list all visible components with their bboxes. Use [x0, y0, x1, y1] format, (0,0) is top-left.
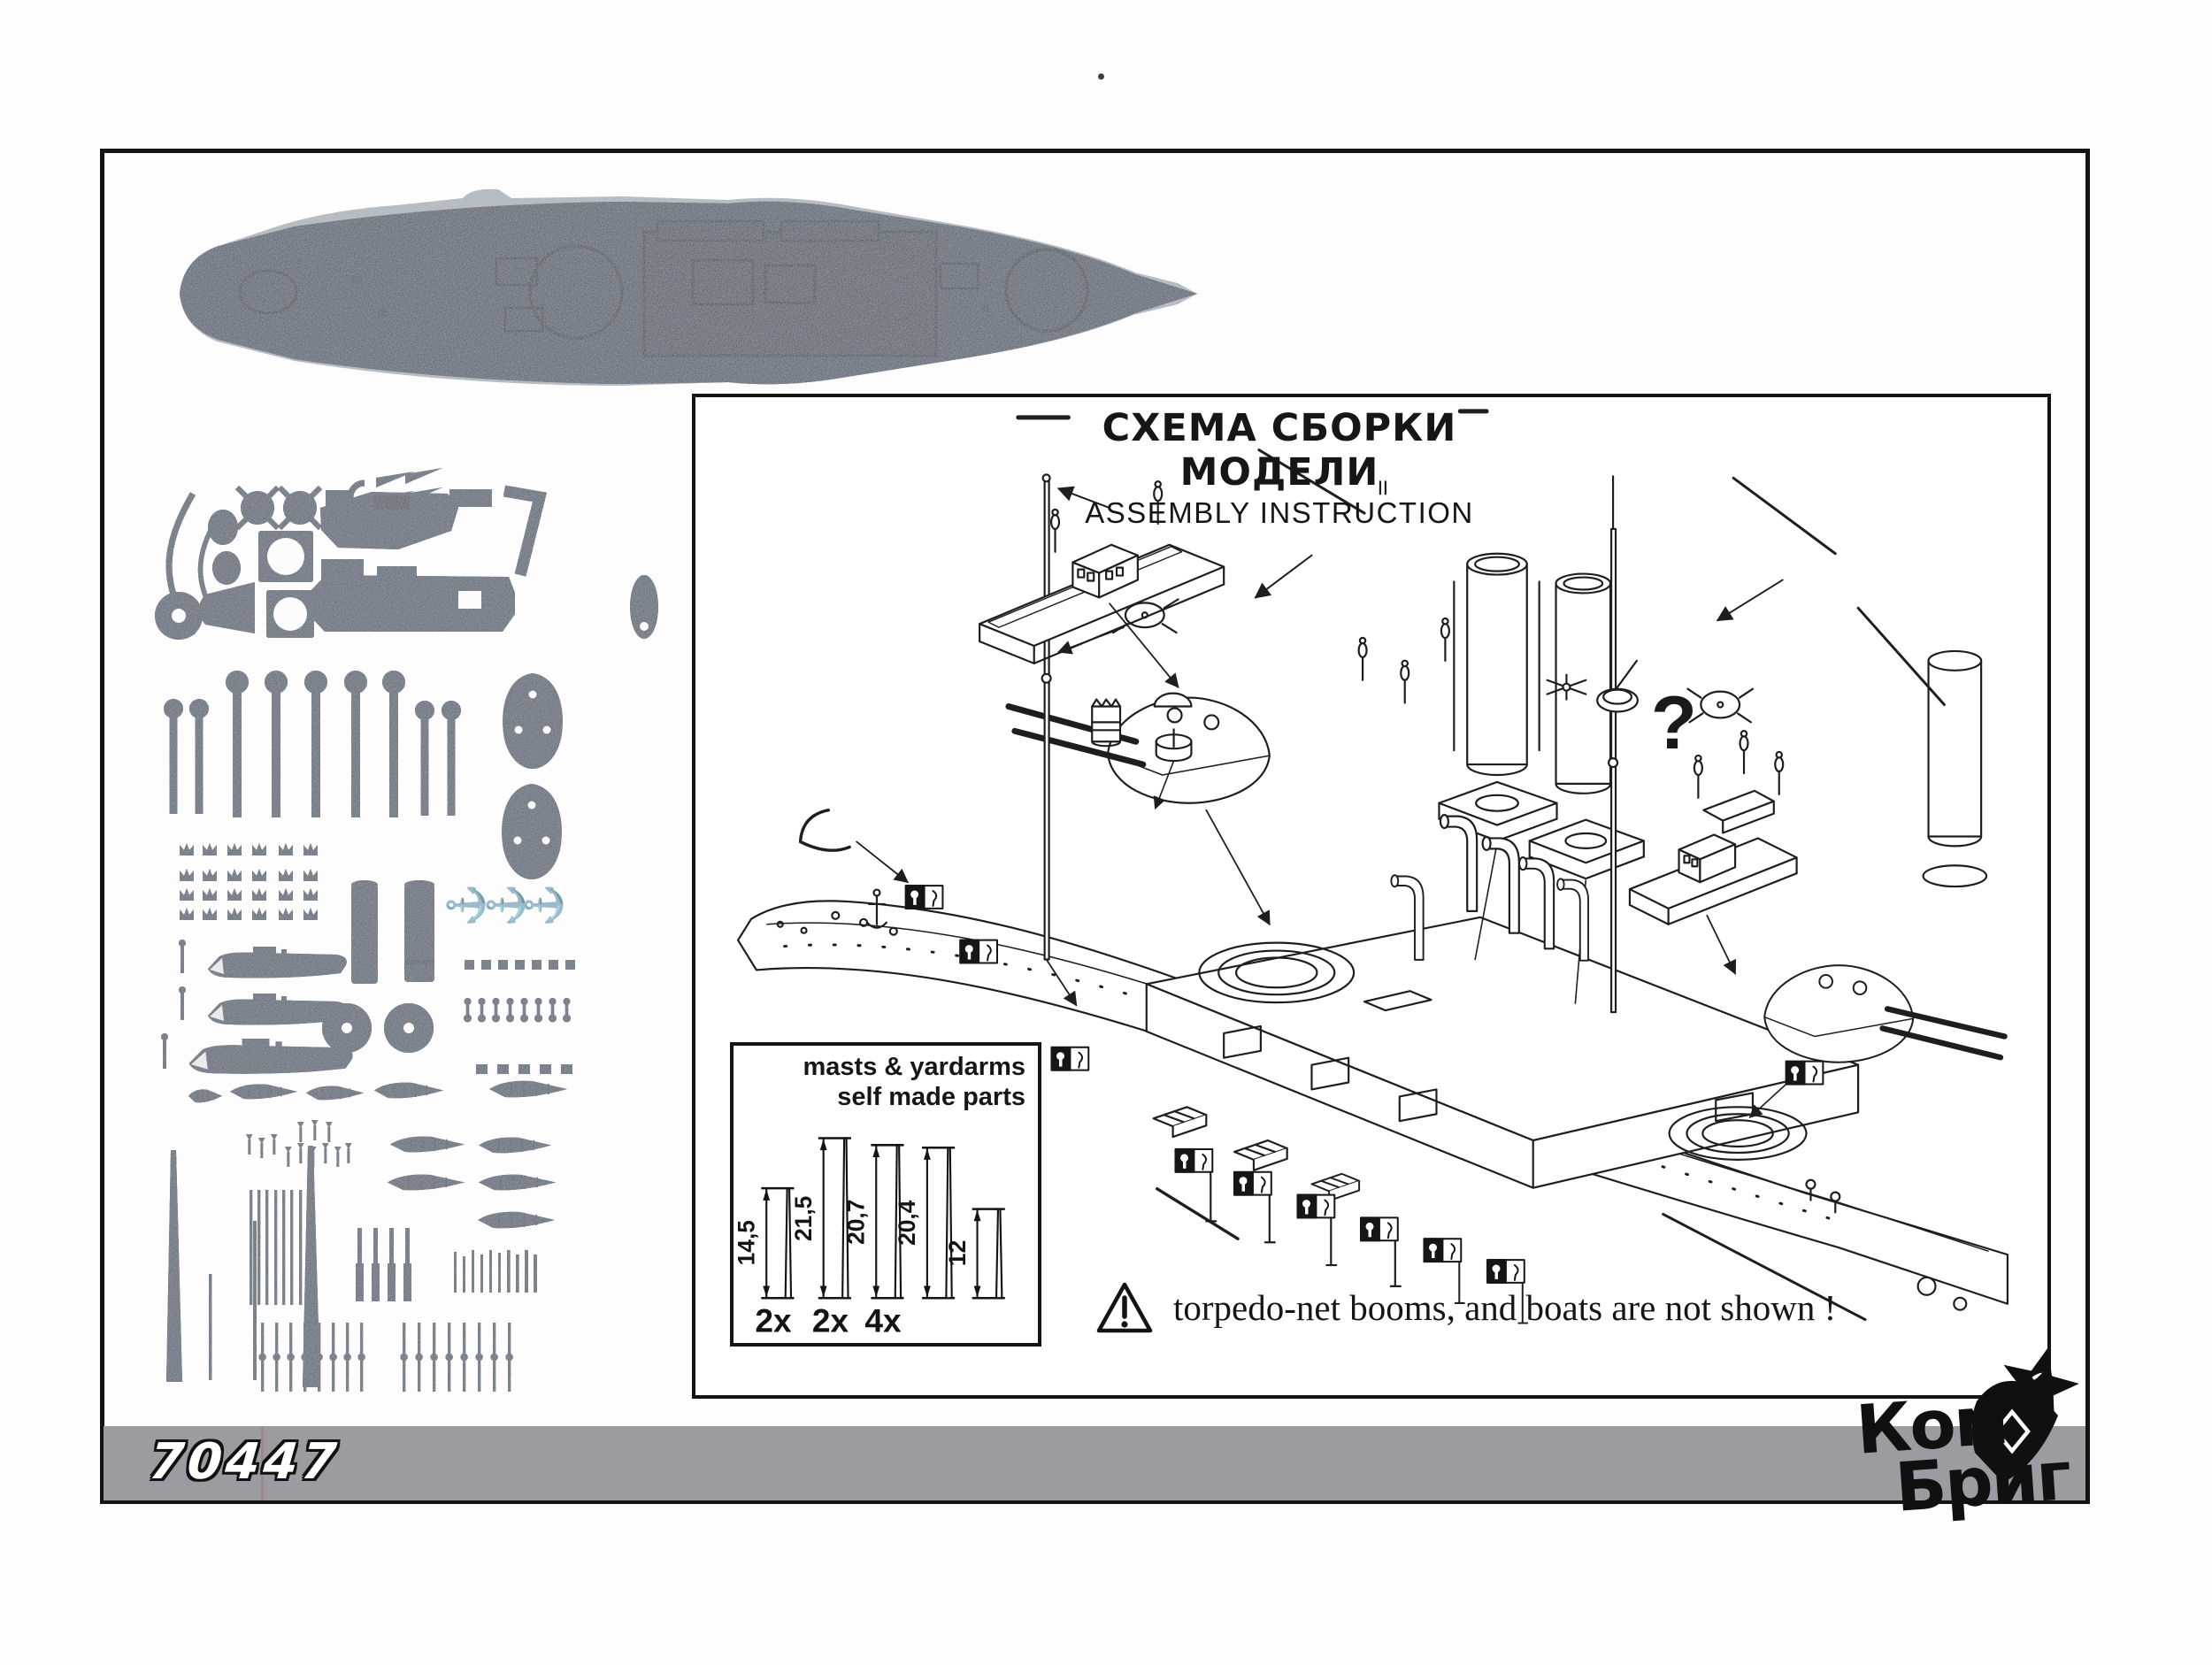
resin-hull-photo: [180, 188, 1197, 386]
mast-qty-2: 2x: [812, 1301, 849, 1339]
mast-length-3: 20,7: [843, 1200, 870, 1245]
assembly-instruction-panel: СХЕМА СБОРКИ МОДЕЛИ ASSEMBLY INSTRUCTION: [692, 394, 2051, 1399]
searchlight-parts: [1153, 692, 1193, 810]
mainmast: [1546, 475, 1619, 1014]
bow-anchor: [865, 888, 887, 929]
inset-title: masts & yardarms self made parts: [803, 1053, 1025, 1112]
foremast: [1041, 473, 1193, 1007]
mast-length-1: 14,5: [733, 1220, 760, 1265]
mast-dim-4: 20,4: [894, 1146, 956, 1300]
mast-qty-1: 2x: [755, 1301, 792, 1339]
mast-dim-2: 21,5 2x: [790, 1137, 851, 1339]
oval-tray-part: [1596, 659, 1639, 713]
assembly-title-ru: СХЕМА СБОРКИ МОДЕЛИ: [1102, 406, 1457, 495]
scan-speck: [1098, 73, 1104, 80]
mast-length-2: 21,5: [790, 1196, 817, 1241]
warning-text: torpedo-net booms, and boats are not sho…: [1173, 1287, 1837, 1328]
warning-triangle-icon: [1096, 1282, 1153, 1333]
product-number: 70447: [147, 1433, 342, 1491]
fittings-group: [155, 468, 658, 640]
steam-launches-group: [161, 940, 434, 1074]
aft-barbette-ring: [1668, 1106, 1808, 1161]
page-border: [100, 149, 2090, 1504]
turret-shields-group: [502, 673, 563, 879]
funnel-1: [1438, 552, 1558, 961]
tiny-fittings-rows: [464, 960, 575, 1074]
exploded-assembly-diagram: ?: [736, 409, 2008, 1324]
mast-dim-3: 20,7 4x: [843, 1144, 904, 1339]
aft-bridge: [1628, 730, 1798, 975]
svg-text:⚓: ⚓: [523, 883, 564, 927]
mast-length-4: 20,4: [894, 1200, 920, 1246]
mast-dim-1: 14,5 2x: [733, 1186, 795, 1339]
cap-icon: [1971, 1370, 2058, 1483]
aft-turret: [1748, 964, 2008, 1118]
svg-text:⚓: ⚓: [445, 883, 486, 927]
mast-star-spider: [1546, 673, 1587, 701]
yard-rods-and-arrows: [1056, 449, 1946, 1322]
bridge-deckhouse: [1071, 543, 1139, 599]
resin-parts-photo: ⚓ ⚓ ⚓: [155, 468, 658, 1392]
kombrig-logo: Ком Бриг: [1842, 1347, 2143, 1559]
inset-title-line2: self made parts: [837, 1082, 1025, 1111]
open-boats-group: [188, 1079, 568, 1230]
capstan-part: [1091, 698, 1122, 748]
bow-chock-part: [798, 809, 909, 884]
assembly-title: СХЕМА СБОРКИ МОДЕЛИ ASSEMBLY INSTRUCTION: [1005, 406, 1554, 530]
question-mark: ?: [1651, 681, 1697, 765]
gun-barrels-group: [164, 671, 461, 817]
logo-word-2: Бриг: [1893, 1436, 2073, 1527]
mast-rods-group: [166, 1120, 537, 1392]
mast-dim-5: 12: [944, 1208, 1005, 1300]
svg-text:⚓: ⚓: [485, 883, 526, 927]
warning-note: torpedo-net booms, and boats are not sho…: [1095, 1280, 1836, 1335]
stern-fittings: [1805, 1178, 1968, 1311]
mast-dimensions-figure: 14,5 2x 21,5 2x: [733, 1137, 1005, 1339]
funnel-2: [1528, 572, 1645, 1004]
hull-silhouette: [180, 188, 1197, 386]
assembly-title-en: ASSEMBLY INSTRUCTION: [1085, 496, 1474, 529]
flying-bridge: [979, 480, 1225, 688]
small-bits-grid: [180, 843, 318, 920]
inset-title-line1: masts & yardarms: [803, 1053, 1025, 1081]
fore-barbette-ring: [1198, 941, 1356, 1004]
mast-qty-3: 4x: [864, 1301, 902, 1339]
casemate-deck: [1145, 916, 1860, 1202]
footer-bar: 70447: [104, 1426, 2085, 1500]
mast-length-5: 12: [944, 1240, 971, 1266]
pronged-disc-part: [1686, 687, 1755, 724]
funnel-castings: [351, 880, 434, 984]
aft-cylinder: [1922, 649, 1988, 888]
masts-inset-panel: masts & yardarms self made parts 14,5 2x: [730, 1042, 1041, 1347]
scan-artifact-line: [261, 1426, 264, 1500]
kombrig-logo-art: [1971, 1347, 2079, 1483]
anchors-group: ⚓ ⚓ ⚓: [445, 883, 564, 927]
